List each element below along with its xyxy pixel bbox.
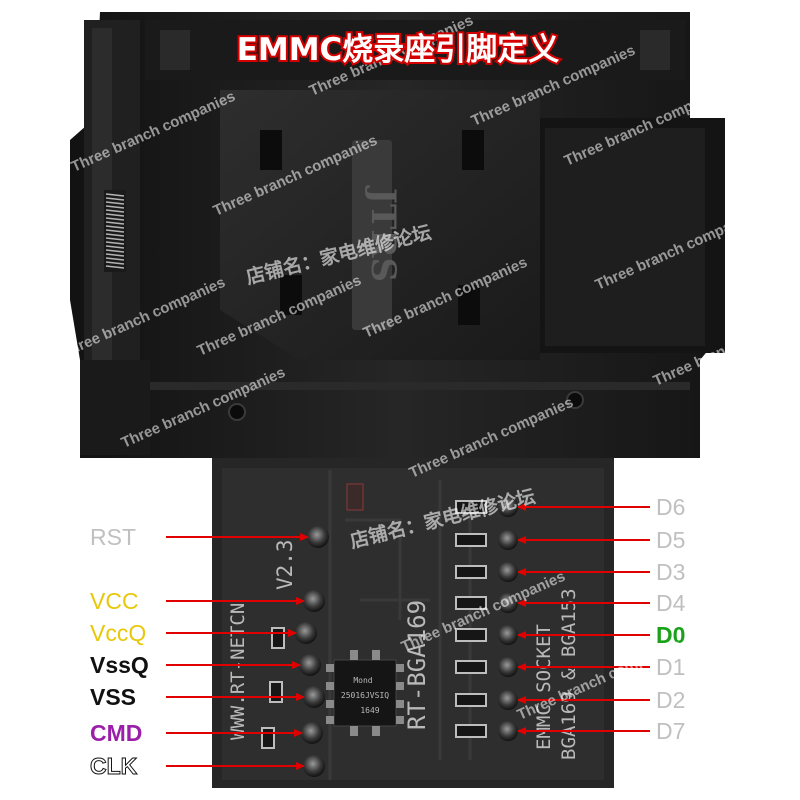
smd-capacitor xyxy=(261,727,275,749)
pin-pad xyxy=(299,654,321,676)
smd-resistor xyxy=(455,596,487,610)
smd-capacitor xyxy=(269,681,283,703)
pin-pad xyxy=(295,622,317,644)
pin-pad xyxy=(498,593,518,613)
spring-coil xyxy=(104,190,126,272)
page-title: EMMC烧录座引脚定义 xyxy=(237,32,560,68)
smd-resistor xyxy=(455,500,487,514)
pin-pad xyxy=(498,721,518,741)
pin-pad xyxy=(307,526,329,548)
screw-hole xyxy=(228,403,246,421)
pin-pad xyxy=(303,686,325,708)
silk-site: WWW.RT-NETCN xyxy=(227,603,249,740)
silk-socket: EMMC SOCKET xyxy=(533,624,555,750)
pin-pad xyxy=(498,625,518,645)
chip-marking-1: Mond xyxy=(353,676,372,685)
chip-marking-3: 1649 xyxy=(360,706,379,715)
pin-label-d1: D1 xyxy=(656,654,685,680)
smd-capacitor xyxy=(271,627,285,649)
pin-pad xyxy=(303,590,325,612)
silk-bga: BGA169 & BGA153 xyxy=(558,588,580,760)
pin-pad xyxy=(498,690,518,710)
pin-label-d2: D2 xyxy=(656,687,685,713)
pin-label-vss: VSS xyxy=(90,684,136,710)
smd-component xyxy=(346,483,364,511)
pin-pad xyxy=(498,562,518,582)
smd-resistor xyxy=(455,628,487,642)
socket-body: JTRS xyxy=(70,12,725,458)
pin-arrows xyxy=(166,503,650,770)
smd-resistor xyxy=(455,533,487,547)
screw-hole xyxy=(566,391,584,409)
pin-pad xyxy=(303,755,325,777)
pin-label-vccq: VccQ xyxy=(90,620,146,646)
pads-right xyxy=(498,497,518,741)
pin-label-cmd: CMD xyxy=(90,720,142,746)
pin-label-d0: D0 xyxy=(656,622,685,648)
pin-pad xyxy=(498,530,518,550)
smd-resistor xyxy=(455,693,487,707)
pin-label-d5: D5 xyxy=(656,527,685,553)
silk-model: RT-BGA169 xyxy=(403,600,431,730)
pin-pad xyxy=(498,497,518,517)
pcb-board: Mond 25016JVSIQ 1649 WWW.RT-NETCN V2.3 R… xyxy=(212,458,614,788)
pin-label-d7: D7 xyxy=(656,718,685,744)
smd-resistor xyxy=(455,660,487,674)
silk-version: V2.3 xyxy=(273,539,297,590)
pin-label-clk: CLK xyxy=(90,753,138,779)
smd-resistor xyxy=(455,565,487,579)
pin-label-d3: D3 xyxy=(656,559,685,585)
pin-label-vcc: VCC xyxy=(90,588,139,614)
pin-label-vssq: VssQ xyxy=(90,652,149,678)
pads-left xyxy=(295,526,329,777)
pin-pad xyxy=(301,722,323,744)
pin-label-d4: D4 xyxy=(656,590,686,616)
flash-chip: Mond 25016JVSIQ 1649 xyxy=(326,650,404,736)
pin-label-d6: D6 xyxy=(656,494,685,520)
lid-logo: JTRS xyxy=(363,185,403,282)
pin-pad xyxy=(498,657,518,677)
smd-resistor xyxy=(455,724,487,738)
chip-marking-2: 25016JVSIQ xyxy=(341,691,389,700)
pin-label-rst: RST xyxy=(90,524,136,550)
